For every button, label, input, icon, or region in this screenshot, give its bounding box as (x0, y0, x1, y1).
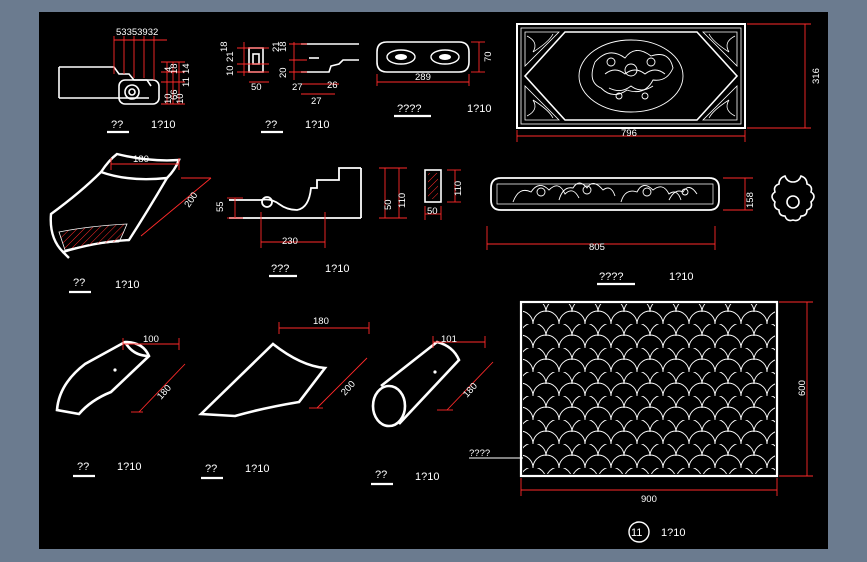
dim-label: 21 (225, 51, 236, 62)
detail-scale: 1?10 (115, 279, 139, 291)
dim-label: 11 (181, 77, 192, 87)
dim-label: 180 (461, 381, 480, 400)
dim-label: 230 (282, 236, 298, 247)
detail-small-panel[interactable]: 289 70 ???? 1?10 (376, 41, 494, 118)
detail-scale: 1?10 (415, 471, 439, 483)
detail-ridge-tile[interactable]: 180 200 ?? 1?10 (49, 152, 212, 294)
dim-label: 14 (181, 63, 192, 74)
dim-label: 66 (169, 89, 180, 100)
dim-label: 110 (453, 181, 464, 196)
detail-title: ?? (111, 119, 123, 131)
dim-label: 4 (163, 67, 174, 72)
detail-fish-scale[interactable]: ???? 900 600 (469, 300, 813, 505)
dim-label: 10 (225, 65, 236, 76)
dim-label: 10 (163, 93, 174, 104)
detail-scale: 1?10 (245, 463, 269, 475)
dim-label: 18 (219, 41, 230, 52)
dim-label: 21 (271, 41, 282, 52)
detail-half-tile[interactable]: 100 180 ?? 1?10 (55, 334, 186, 478)
dim-label: 158 (745, 192, 756, 208)
dim-label: 600 (797, 380, 808, 396)
detail-scale: 1?10 (117, 461, 141, 473)
detail-title: ??? (271, 263, 289, 275)
dim-label: 100 (143, 334, 159, 345)
detail-round-tile[interactable]: 101 180 ?? 1?10 (371, 334, 494, 486)
detail-title: ?? (265, 119, 277, 131)
dim-label: 18 (278, 41, 289, 52)
cad-canvas[interactable]: 53353932 4 18 10 66 10 11 14 ?? 1?10 (39, 12, 828, 549)
detail-scale: 1?10 (669, 271, 693, 283)
detail-cornice-section[interactable]: 55 230 50 110 50 110 ??? 1?10 (215, 167, 464, 278)
dim-label: 316 (811, 68, 822, 84)
dim-label: 180 (313, 316, 329, 327)
dim-label: 50 (383, 199, 394, 210)
dim-label: 70 (483, 51, 494, 62)
dim-label: 50 (427, 206, 438, 217)
dim-label: 20 (278, 67, 289, 78)
window-frame (0, 0, 867, 12)
dim-label: 53353932 (116, 27, 158, 38)
dim-label: 180 (155, 383, 174, 402)
detail-scale: 1?10 (151, 119, 175, 131)
dim-label: 796 (621, 128, 637, 139)
cad-drawing: 53353932 4 18 10 66 10 11 14 ?? 1?10 (49, 23, 822, 543)
detail-brick-profile[interactable]: 18 21 10 50 21 18 20 27 26 27 ?? 1?10 (219, 41, 359, 134)
detail-scale: 1?10 (305, 119, 329, 131)
detail-title: ???? (397, 103, 421, 115)
dim-label: 200 (182, 190, 200, 209)
dim-label: 180 (133, 154, 149, 165)
sheet-tag: 11 1?10 (628, 521, 685, 543)
detail-scale: 1?10 (467, 103, 491, 115)
dim-label: 805 (589, 242, 605, 253)
detail-flat-tile[interactable]: 180 200 ?? 1?10 (197, 316, 370, 480)
detail-big-panel[interactable]: 796 316 (516, 23, 822, 142)
detail-title: ?? (77, 461, 89, 473)
dim-label: 18 (169, 63, 180, 74)
sheet-number: 11 (631, 527, 642, 539)
dim-label: 110 (397, 193, 408, 208)
sheet-scale: 1?10 (661, 527, 685, 539)
dim-label: 27 (311, 96, 322, 107)
dim-label: 101 (441, 334, 457, 345)
detail-title: ???? (599, 271, 623, 283)
dim-label: 55 (215, 201, 226, 212)
detail-cornice[interactable]: 53353932 4 18 10 66 10 11 14 ?? 1?10 (58, 27, 192, 134)
dim-label: 10 (175, 93, 186, 104)
dim-label: 50 (251, 82, 262, 93)
detail-title: ?? (205, 463, 217, 475)
detail-title: ?? (73, 277, 85, 289)
detail-flower-panel[interactable]: 805 158 ???? 1?10 (486, 174, 815, 286)
dim-label: 289 (415, 72, 431, 83)
detail-title: ?? (375, 469, 387, 481)
detail-scale: 1?10 (325, 263, 349, 275)
dim-label: 900 (641, 494, 657, 505)
dim-label: 26 (327, 80, 338, 91)
detail-title: ???? (469, 448, 490, 459)
dim-label: 200 (339, 379, 358, 398)
dim-label: 27 (292, 82, 303, 93)
